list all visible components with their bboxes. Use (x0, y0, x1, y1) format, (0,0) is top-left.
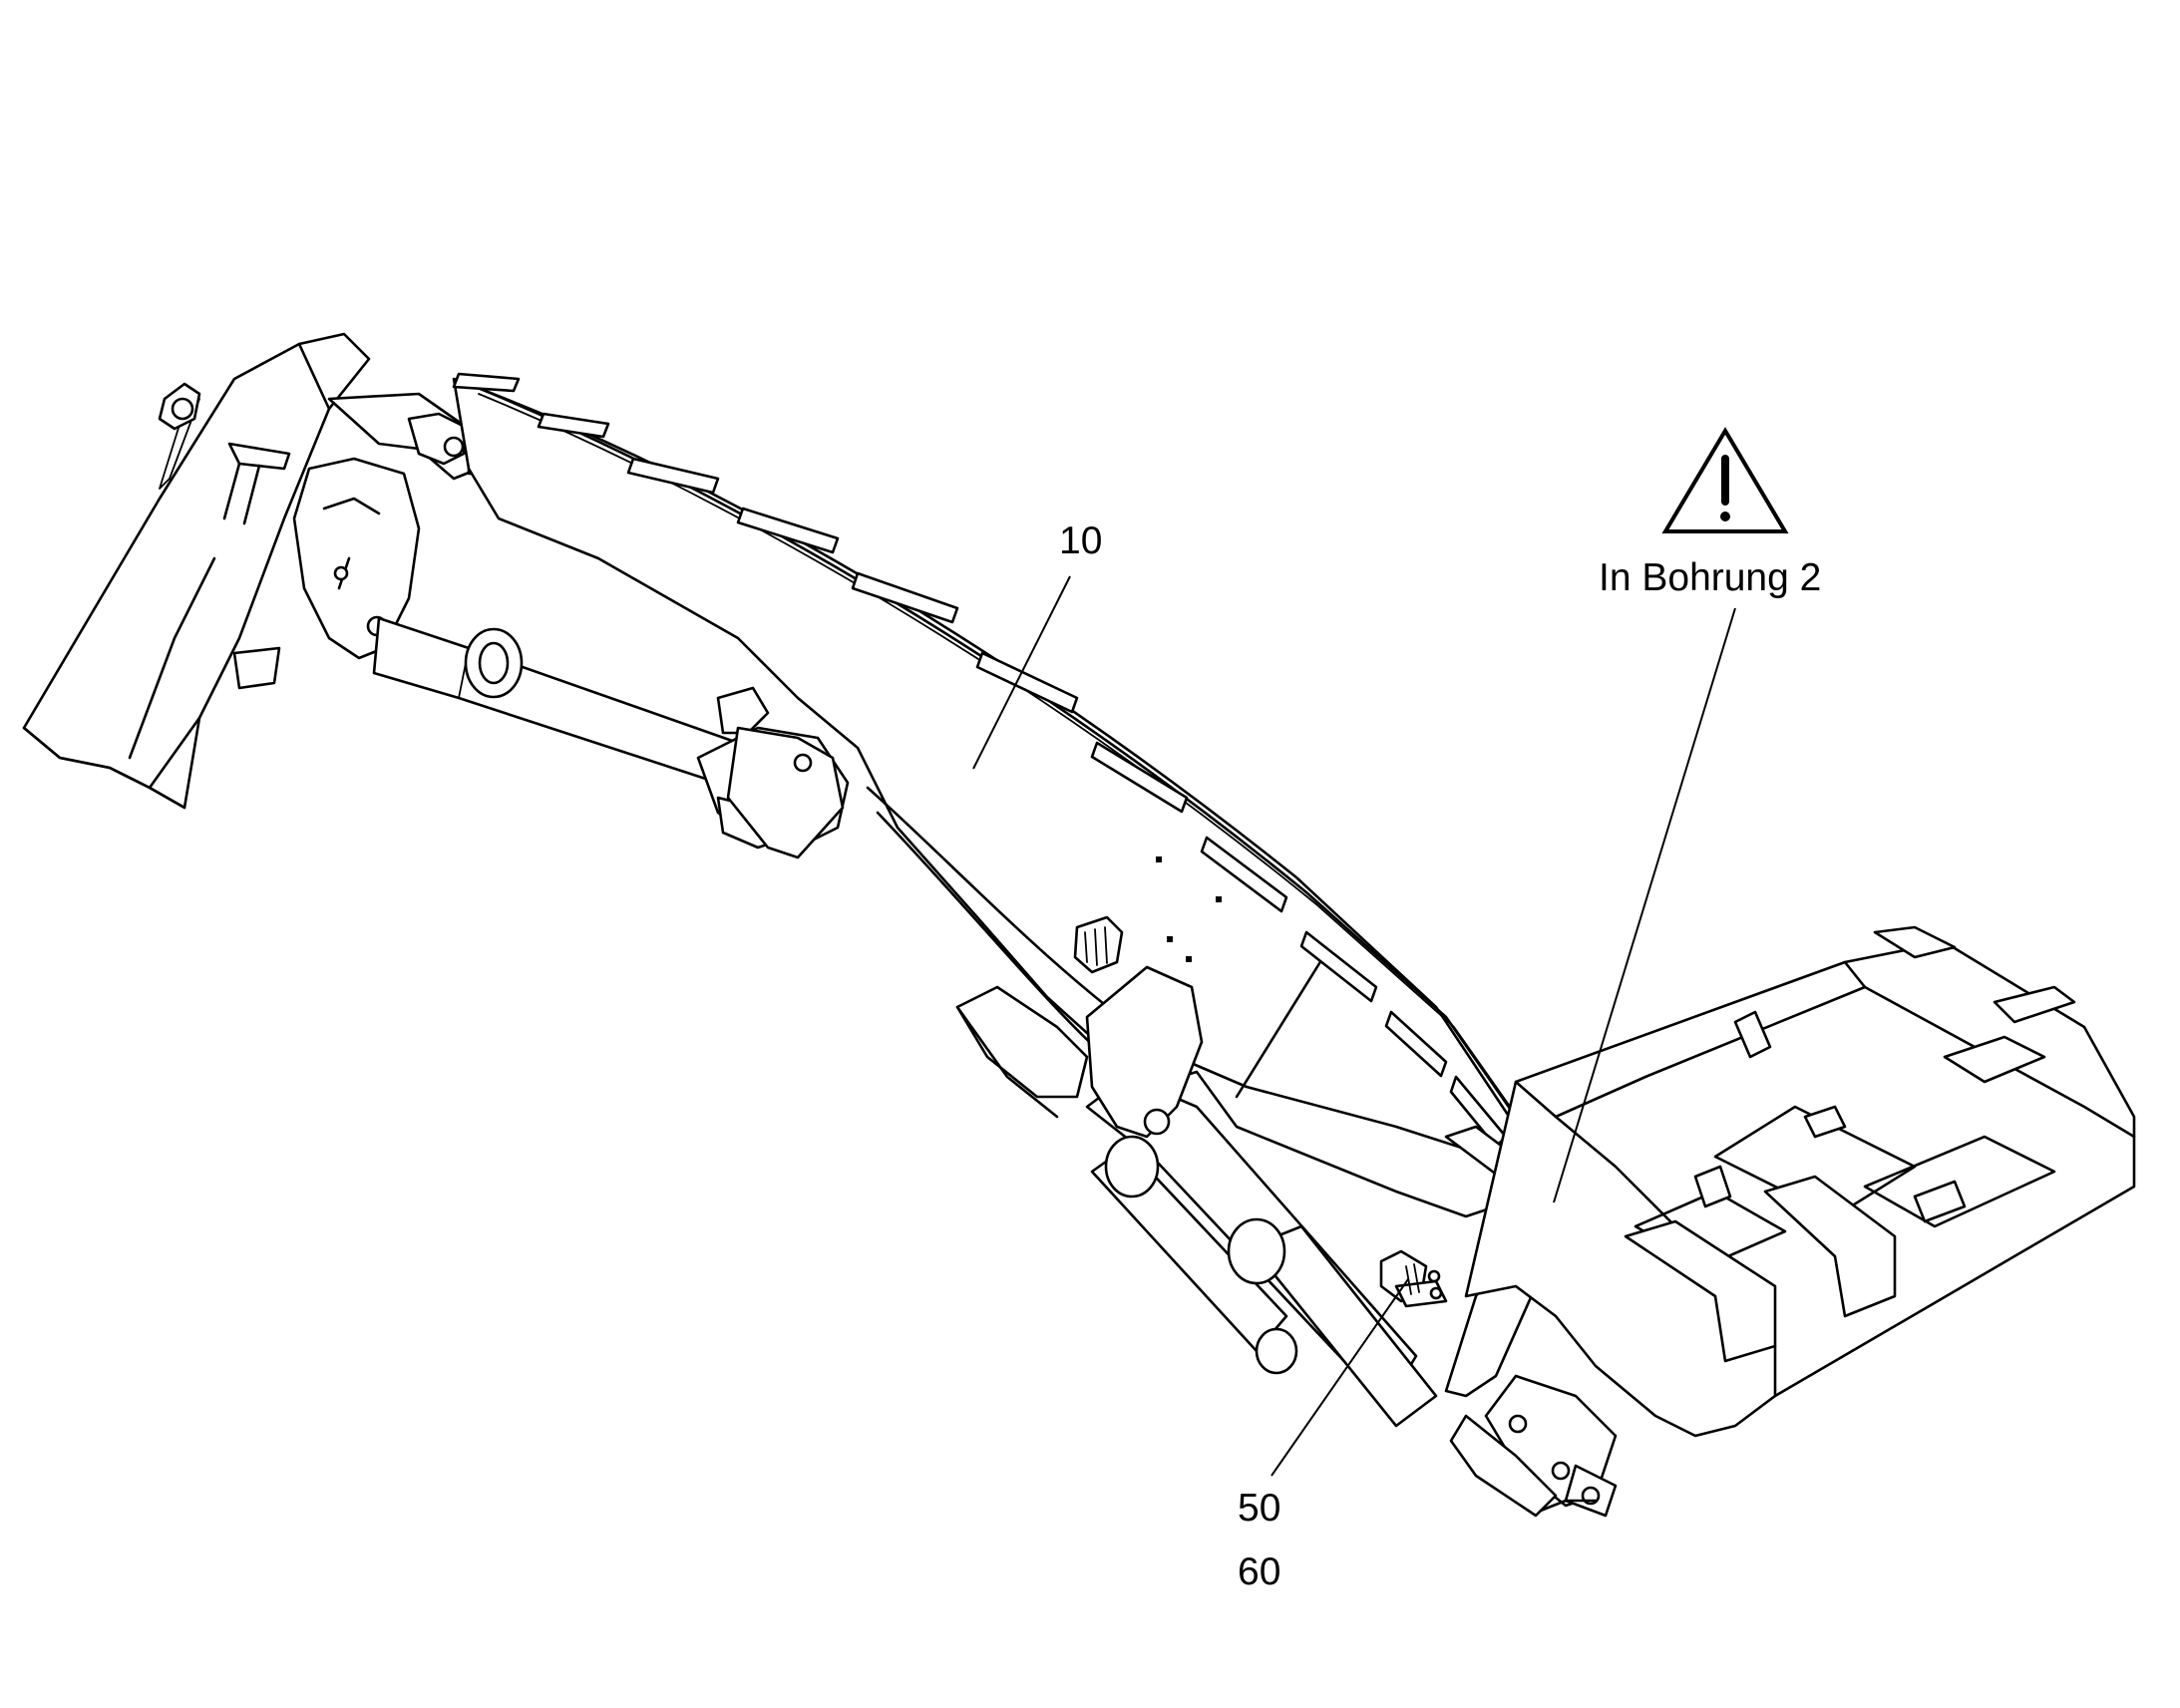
callout-50-60: 50 60 (1238, 1278, 1409, 1593)
boom-cylinders-lower (955, 985, 1438, 1428)
warning-triangle-icon (1661, 427, 1789, 533)
stick-arm (22, 332, 371, 810)
mid-bracket (726, 726, 1124, 974)
callout-50-label: 50 (1238, 1487, 1280, 1530)
boom-body (452, 377, 1563, 1218)
warning-note: In Bohrung 2 (1553, 427, 1821, 1203)
callout-60-label: 60 (1238, 1550, 1280, 1593)
callout-50-leader (1271, 1278, 1409, 1477)
callout-10-label: 10 (1059, 519, 1102, 562)
callout-10: 10 (972, 519, 1102, 770)
upper-frame (1449, 925, 2136, 1518)
connector-plug (1379, 1249, 1448, 1308)
top-edge-plates (452, 372, 1508, 1149)
callout-10-leader (972, 575, 1071, 770)
note-leader (1553, 607, 1736, 1203)
note-label: In Bohrung 2 (1599, 556, 1821, 599)
